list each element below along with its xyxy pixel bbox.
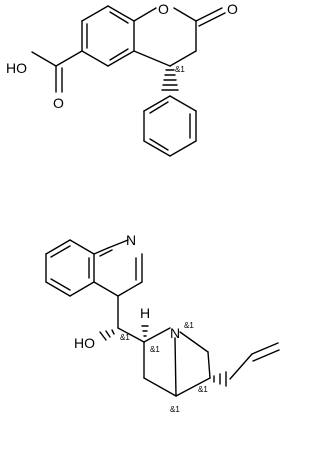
stereo-label-nitrogen: &1 xyxy=(184,321,194,330)
hashed-bond-vinyl xyxy=(213,371,227,387)
benzo-ring xyxy=(81,5,135,67)
carboxylic-acid xyxy=(31,50,83,93)
bridge-nitrogen-label: N xyxy=(170,325,180,341)
hydroxyl-label: HO xyxy=(74,335,95,351)
stereo-label-top: &1 xyxy=(175,65,185,74)
carbonyl-oxygen-label: O xyxy=(227,1,238,17)
chemical-structures: O O &1 H xyxy=(6,1,280,414)
ring-oxygen-label: O xyxy=(158,1,169,17)
stereo-label-c8: &1 xyxy=(150,345,160,354)
stereo-label-c3: &1 xyxy=(198,385,208,394)
lactone-ring xyxy=(133,7,226,67)
hashed-bond-phenyl xyxy=(161,69,179,91)
molecule-top: O O &1 H xyxy=(6,1,238,157)
structure-canvas: O O &1 H xyxy=(6,1,280,414)
stereo-label-carbinol: &1 xyxy=(120,333,130,342)
hashed-bond-hydrogen xyxy=(141,325,149,337)
hydrogen-label: H xyxy=(140,305,150,321)
quinoline-nitrogen-label: N xyxy=(126,232,136,248)
vinyl-group xyxy=(229,342,280,380)
hashed-bond-hydroxyl xyxy=(99,329,115,341)
acid-carbonyl-oxygen-label: O xyxy=(53,95,64,111)
quinoline-benzo-ring xyxy=(45,239,95,297)
quinuclidine-cage xyxy=(143,327,211,397)
quinoline-pyridine-ring xyxy=(93,239,143,297)
molecule-bottom: N HO &1 &1 H xyxy=(45,232,280,414)
acid-hydroxyl-label: HO xyxy=(6,60,27,76)
carbinol-c8-bond xyxy=(117,327,145,343)
phenyl-ring xyxy=(143,95,197,157)
stereo-label-c4: &1 xyxy=(170,405,180,414)
